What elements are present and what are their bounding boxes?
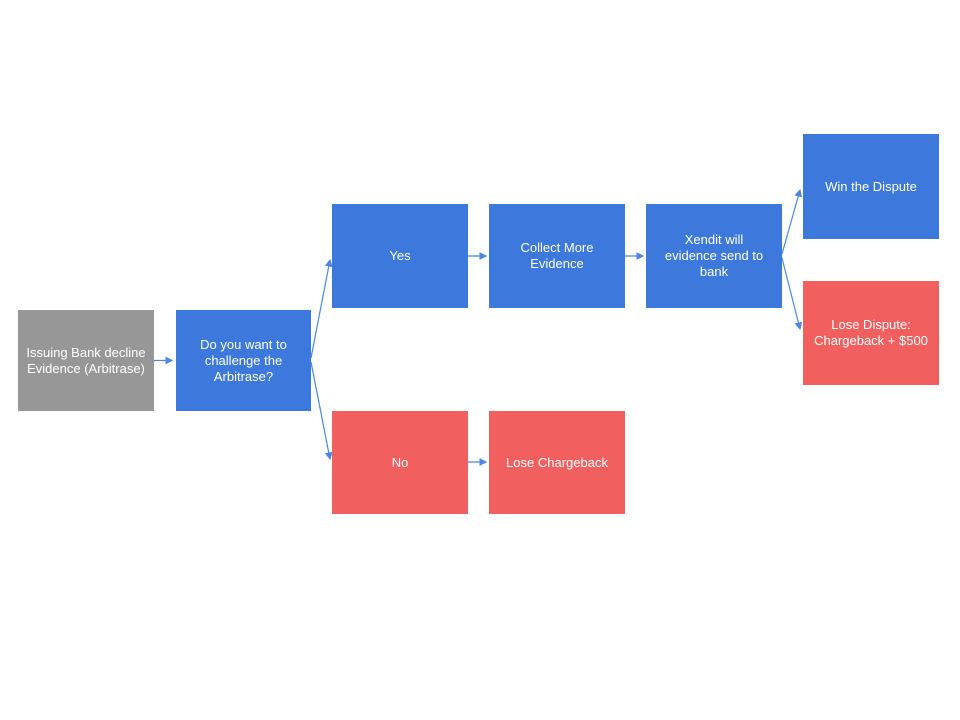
- flow-node-decision: Do you want to challenge the Arbitrase?: [176, 310, 311, 411]
- flow-node-xendit-send-label: Xendit will evidence send to bank: [664, 232, 764, 279]
- flow-node-decision-label: Do you want to challenge the Arbitrase?: [200, 336, 287, 384]
- flow-node-win-dispute: Win the Dispute: [803, 134, 939, 239]
- arrow-xendit-send-to-win-dispute: [781, 188, 802, 255]
- arrow-xendit-send-to-lose-dispute: [781, 257, 803, 331]
- flow-node-yes-label: Yes: [389, 248, 411, 263]
- flow-node-lose-dispute: Lose Dispute: Chargeback + $500: [803, 281, 939, 385]
- flow-node-issuing-bank-label: Issuing Bank decline Evidence (Arbitrase…: [26, 344, 146, 376]
- flow-node-yes: Yes: [332, 204, 468, 308]
- flow-node-xendit-send: Xendit will evidence send to bank: [646, 204, 782, 308]
- arrow-decision-to-yes: [310, 258, 333, 359]
- flow-node-lose-chargeback: Lose Chargeback: [489, 411, 625, 514]
- arrow-decision-to-no: [310, 361, 333, 461]
- flow-node-lose-chargeback-label: Lose Chargeback: [506, 454, 608, 470]
- flow-node-lose-dispute-label: Lose Dispute: Chargeback + $500: [814, 317, 928, 348]
- flow-node-no-label: No: [391, 454, 409, 470]
- flow-node-collect-evidence-label: Collect More Evidence: [520, 240, 594, 271]
- flow-node-no: No: [332, 411, 468, 514]
- flow-node-issuing-bank: Issuing Bank decline Evidence (Arbitrase…: [18, 310, 154, 411]
- flow-node-win-dispute-label: Win the Dispute: [825, 178, 917, 194]
- flow-node-collect-evidence: Collect More Evidence: [489, 204, 625, 308]
